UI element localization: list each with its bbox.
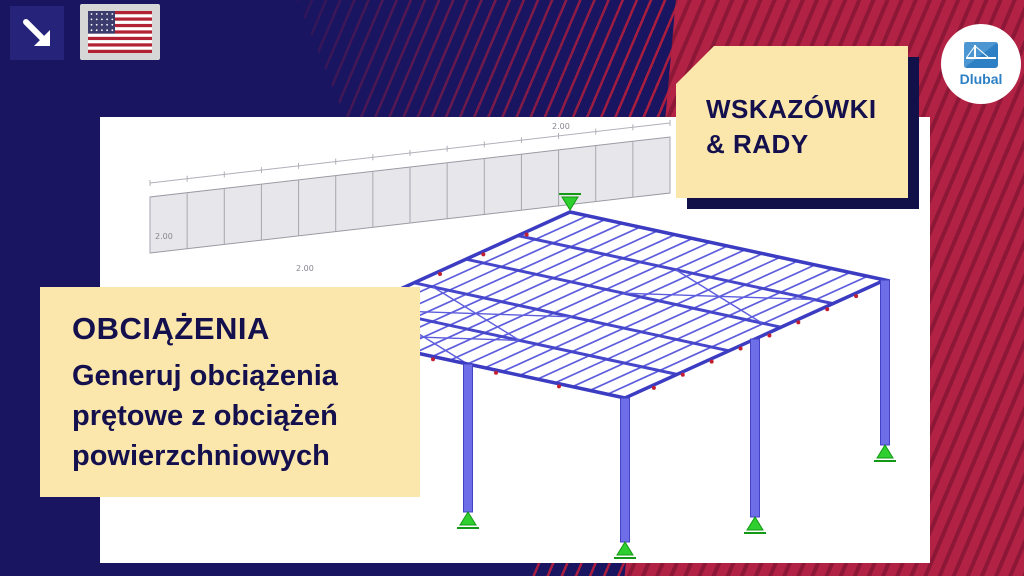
badge-line: & RADY bbox=[706, 129, 809, 160]
dlubal-bridge-logo-icon bbox=[964, 42, 998, 68]
dimension-label: 2.00 bbox=[155, 232, 173, 241]
us-flag-icon bbox=[80, 4, 160, 60]
caption-line: prętowe z obciążeń bbox=[72, 400, 338, 433]
caption-box: OBCIĄŻENIA Generuj obciążenia prętowe z … bbox=[40, 287, 420, 497]
brand-name: Dlubal bbox=[959, 71, 1003, 87]
caption-line: Generuj obciążenia bbox=[72, 360, 338, 392]
caption-line: powierzchniowych bbox=[72, 440, 330, 473]
badge-box: WSKAZÓWKI & RADY bbox=[676, 46, 908, 198]
down-right-arrow-icon bbox=[10, 6, 64, 60]
glass-wall-surface bbox=[149, 120, 671, 254]
badge-line: WSKAZÓWKI bbox=[706, 94, 877, 124]
dimension-label: 2.00 bbox=[296, 264, 314, 273]
dimension-label: 2.00 bbox=[552, 122, 570, 131]
tips-badge: WSKAZÓWKI & RADY bbox=[676, 46, 919, 209]
dlubal-logo: Dlubal bbox=[941, 24, 1021, 104]
caption-heading: OBCIĄŻENIA bbox=[72, 311, 270, 346]
arrow-glyph bbox=[23, 19, 50, 46]
us-flag-glyph bbox=[88, 11, 152, 53]
